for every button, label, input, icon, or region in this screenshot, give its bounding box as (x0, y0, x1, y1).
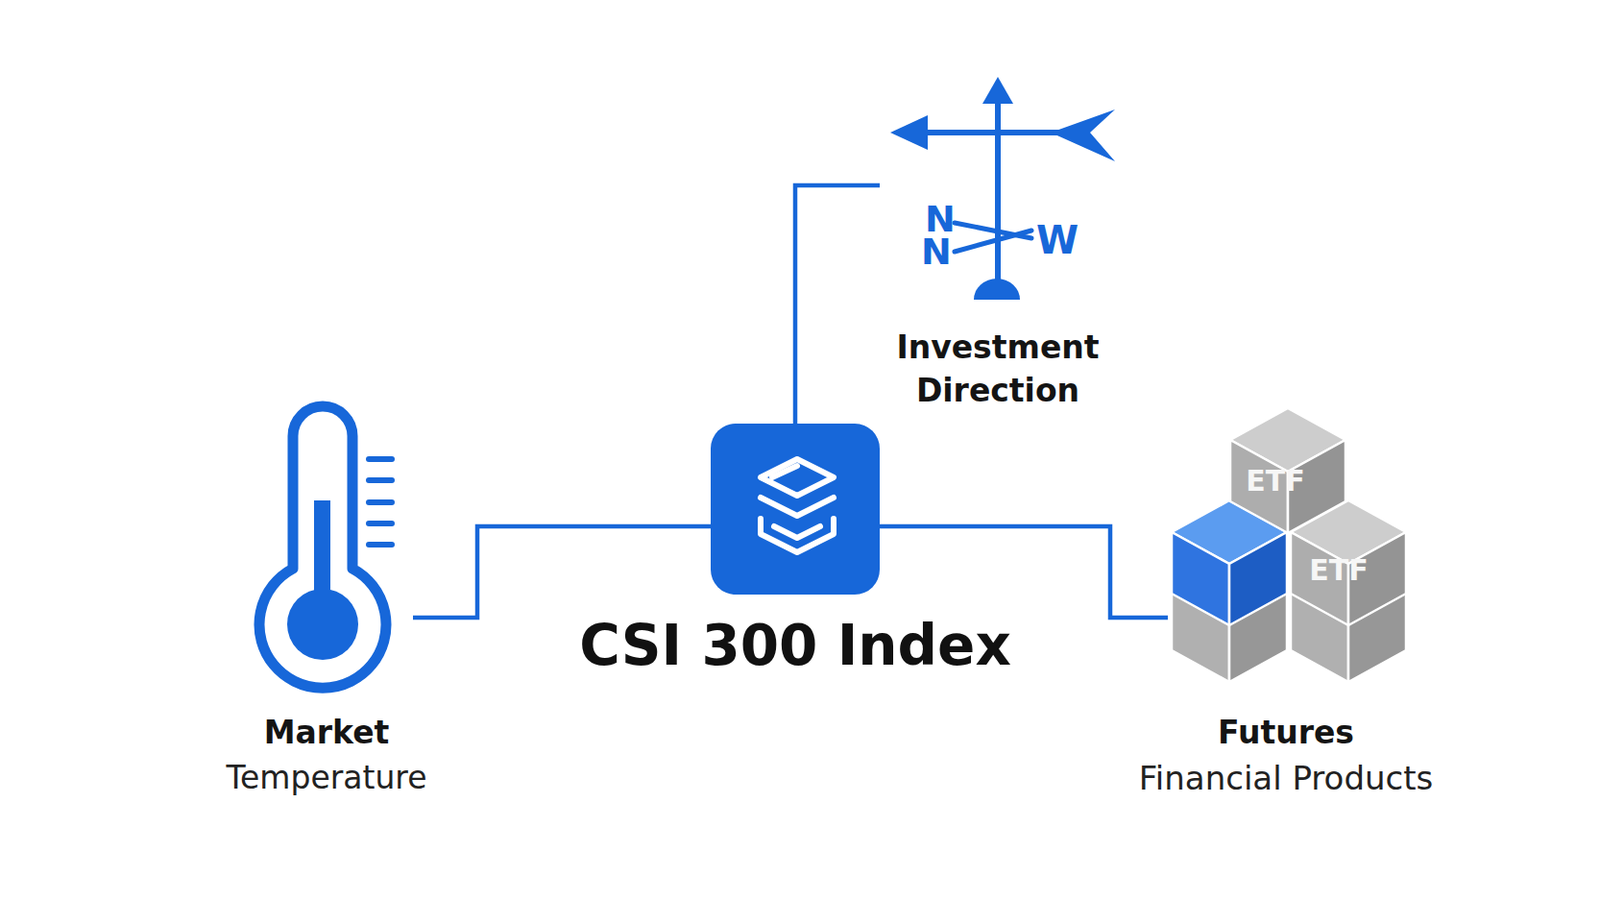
compass-letter: W (1036, 218, 1079, 263)
cube-label: ETF (1245, 463, 1305, 498)
node-subtitle: Financial Products (1084, 756, 1488, 800)
cube (1171, 557, 1287, 682)
csi-layers-icon (760, 459, 834, 553)
compass-letter: N (921, 230, 952, 273)
etf-cubes-icon (1171, 408, 1407, 682)
thermometer-icon (259, 406, 392, 688)
futures-node: FuturesFinancial Products (1167, 407, 1410, 684)
connector-line (795, 185, 880, 424)
node-title: CSI 300 Index (459, 611, 1132, 679)
cube (1171, 500, 1287, 626)
node-title: Investment Direction (877, 325, 1118, 413)
market-temperature-node: MarketTemperature (259, 403, 413, 684)
connector-line (412, 526, 711, 618)
node-title: Futures (1084, 711, 1488, 754)
investment-direction-node: Investment Direction (879, 74, 1120, 300)
node-subtitle: Temperature (134, 756, 519, 800)
weather-vane-icon (890, 76, 1116, 300)
cube (1290, 500, 1407, 626)
connector-line (879, 526, 1168, 618)
node-title: Market (134, 711, 519, 754)
cube (1230, 408, 1346, 534)
cube-label: ETF (1309, 553, 1368, 587)
cube (1290, 557, 1407, 682)
compass-letter: N (924, 197, 956, 241)
csi-index-box: CSI 300 Index (710, 423, 880, 595)
